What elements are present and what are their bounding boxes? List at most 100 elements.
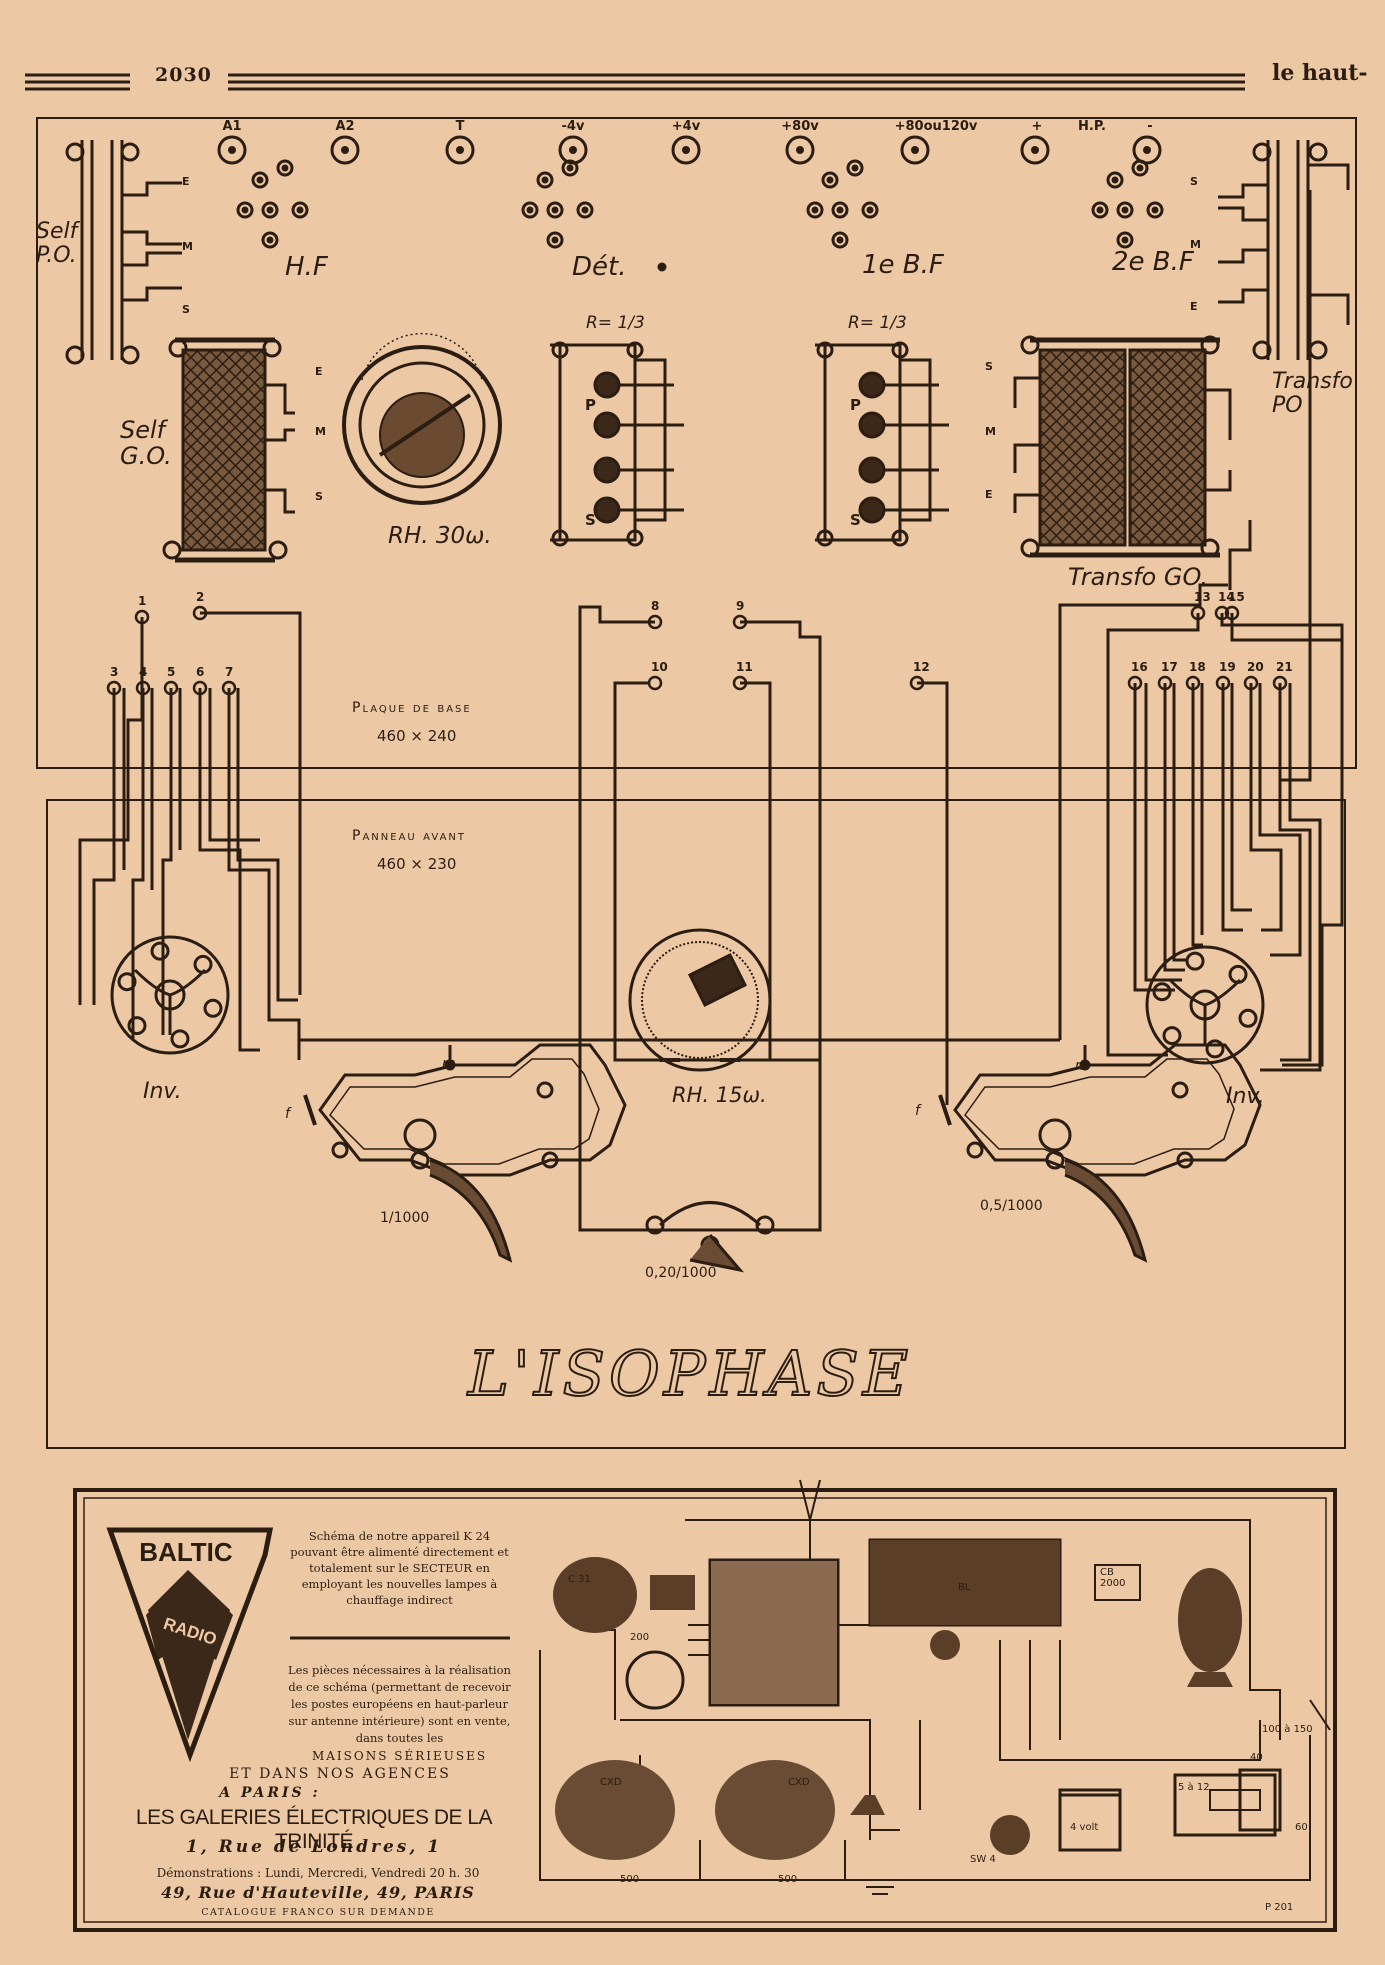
label-line: PO: [1272, 393, 1303, 418]
condenser-plate: [429, 1158, 513, 1263]
socket-hole-center: [836, 206, 844, 214]
stage-hf-label: H.F: [285, 252, 329, 282]
schematic-label: BL: [958, 1582, 971, 1593]
terminal-label: A2: [335, 119, 354, 134]
socket-hole-center: [1121, 206, 1129, 214]
socket-hole-center: [266, 206, 274, 214]
schematic-label-line: 2000: [1100, 1578, 1125, 1589]
pin-label-transfo-go: M: [985, 425, 996, 438]
inverter-body: [110, 935, 230, 1055]
socket-hole: [536, 171, 554, 189]
pin-label-self-go: S: [315, 490, 323, 503]
socket-hole: [521, 201, 539, 219]
socket-hole-center: [541, 176, 549, 184]
socket-hole-center: [1151, 206, 1159, 214]
label-line: Transfo: [1272, 369, 1353, 394]
rheostat-30-label: RH. 30ω.: [388, 523, 492, 549]
front-panel-title: Panneau avant: [352, 828, 466, 844]
terminal-socket: [1132, 135, 1162, 165]
schematic-label-line: 60: [1295, 1822, 1308, 1833]
mount-screw: [816, 529, 834, 547]
advert-demo: Démonstrations : Lundi, Mercredi, Vendre…: [156, 1866, 480, 1880]
base-plate-title: Plaque de base: [352, 700, 472, 716]
advert-schematic-parts: [553, 1540, 1242, 1895]
pin-label-self-po: E: [182, 175, 190, 188]
condenser-inner-frame: [329, 1058, 600, 1165]
pin-label-self-go: E: [315, 365, 323, 378]
f-label-left: f: [285, 1106, 292, 1122]
socket-hole-center: [281, 164, 289, 172]
front-panel-size: 460 × 230: [377, 855, 456, 873]
terminal-label: T: [456, 119, 465, 134]
socket-hole: [546, 231, 564, 249]
numbered-point: [1127, 675, 1143, 691]
socket-hole-center: [851, 164, 859, 172]
pin-label-self-po: S: [182, 303, 190, 316]
advert-paris: A PARIS :: [219, 1785, 321, 1801]
terminal-pin: [1031, 146, 1039, 154]
bf-transformer-pin: [858, 496, 886, 524]
numbered-point: [647, 614, 663, 630]
socket-hole-center: [241, 206, 249, 214]
condenser-stator-lead: [938, 1094, 952, 1126]
condenser-mount: [331, 1141, 349, 1159]
bf-transformer-pin: [858, 371, 886, 399]
pin-label-transfo-po: E: [1190, 300, 1198, 313]
socket-hole: [1146, 201, 1164, 219]
schematic-label: 5 à 12: [1178, 1781, 1210, 1793]
terminal-pin: [1143, 146, 1151, 154]
inv-right-label: Inv.: [1226, 1084, 1265, 1109]
schematic-label-line: SW 4: [970, 1854, 996, 1865]
terminal-label: -4v: [562, 119, 585, 134]
socket-hole: [821, 171, 839, 189]
numbered-point-label: 3: [110, 665, 118, 679]
schematic-label-line: C 31: [568, 1574, 591, 1585]
socket-hole: [1116, 201, 1134, 219]
numbered-point-label: 1: [138, 594, 146, 608]
bf-transformer-pin: [858, 411, 886, 439]
schematic-label-line: 40: [1250, 1752, 1263, 1763]
socket-hole: [261, 201, 279, 219]
label-line: P.O.: [36, 243, 77, 268]
condenser-spindle: [403, 1118, 437, 1152]
ratio-left-label: R= 1/3: [586, 313, 645, 333]
cond-left-label: 1/1000: [380, 1210, 429, 1226]
terminal-label: -: [1147, 119, 1152, 134]
schematic-label: 60: [1295, 1822, 1308, 1833]
terminal-label: +: [1032, 119, 1043, 134]
valve-sockets: [236, 159, 1164, 272]
terminal-pin: [569, 146, 577, 154]
bf-transformer-body: [823, 343, 902, 542]
middle-condenser-terminal: [645, 1215, 665, 1235]
terminal-pin: [796, 146, 804, 154]
advert-description: Schéma de notre appareil K 24 pouvant êt…: [290, 1529, 509, 1607]
bf-transformer-pin: [593, 496, 621, 524]
schematic-label: CXD: [788, 1777, 810, 1788]
terminal-pin: [228, 146, 236, 154]
numbered-point-label: 15: [1228, 590, 1245, 604]
numbered-point: [163, 680, 179, 696]
condenser-mount: [966, 1141, 984, 1159]
m-label-right: m: [1075, 1058, 1089, 1074]
schematic-label: 500: [778, 1874, 797, 1885]
socket-hole: [1106, 171, 1124, 189]
socket-hole-center: [551, 206, 559, 214]
numbered-point: [1272, 675, 1288, 691]
advert-frame: [73, 1488, 1337, 1932]
socket-hole-center: [581, 206, 589, 214]
label-line: G.O.: [120, 442, 172, 470]
middle-condenser-rotor: [689, 1234, 744, 1273]
numbered-point: [1157, 675, 1173, 691]
terminal-pin: [341, 146, 349, 154]
numbered-point-label: 8: [651, 599, 659, 613]
inverter-contact: [127, 1016, 147, 1036]
inverter-contact: [1185, 951, 1205, 971]
bf-transformer-pin: [858, 456, 886, 484]
condenser-screw: [1045, 1150, 1065, 1170]
terminal-socket: [1020, 135, 1050, 165]
pin-label-self-po: M: [182, 240, 193, 253]
rheostat-15-knob: [687, 952, 748, 1008]
advert-parts: Les pièces nécessaires à la réalisation …: [288, 1663, 511, 1745]
